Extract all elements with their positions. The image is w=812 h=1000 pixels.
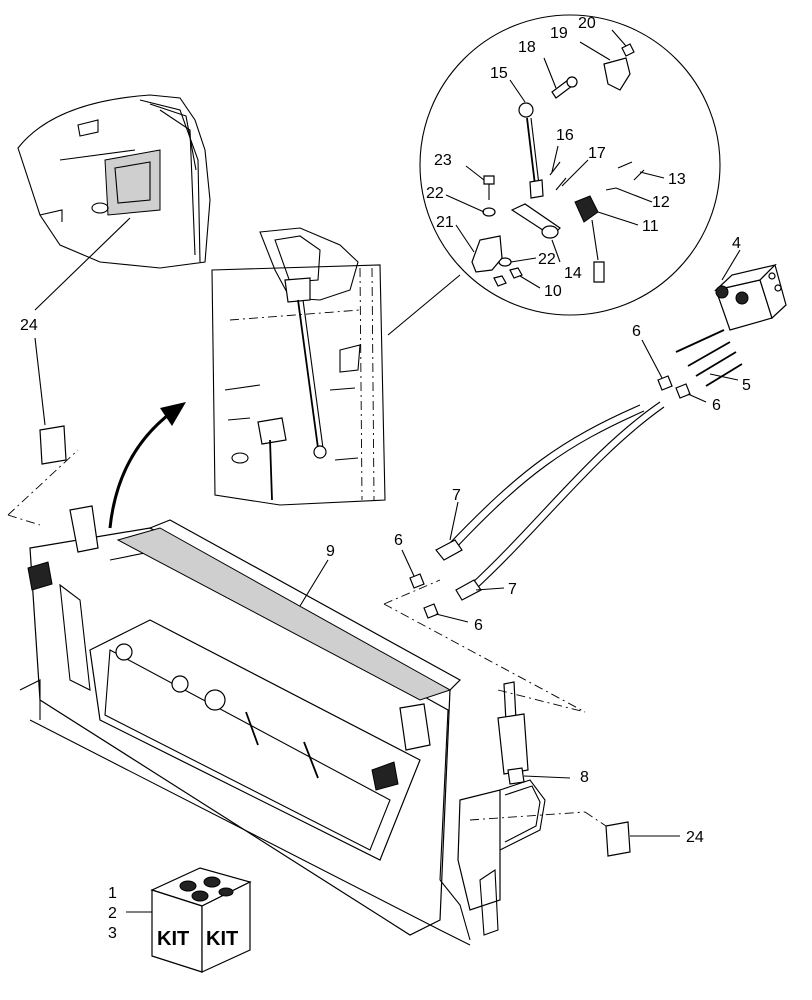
- callout-10: 10: [544, 283, 562, 300]
- callout-4: 4: [732, 235, 741, 252]
- callout-6-upper-left: 6: [632, 323, 641, 340]
- callout-24-right: 24: [686, 829, 704, 846]
- callout-3: 3: [108, 925, 117, 942]
- circle-parts: [471, 43, 645, 287]
- kit-label-left: KIT: [157, 928, 189, 950]
- callout-6-lower-right: 6: [474, 617, 483, 634]
- lift-cylinder: [497, 681, 529, 785]
- callout-9: 9: [326, 543, 335, 560]
- detail-circle: [419, 14, 721, 316]
- callout-2: 2: [108, 905, 117, 922]
- valve-bolts: [675, 329, 743, 387]
- callout-24-top: 24: [20, 317, 38, 334]
- callout-5: 5: [742, 377, 751, 394]
- callout-20: 20: [578, 15, 596, 32]
- callout-6-lower-left: 6: [394, 532, 403, 549]
- leader-24-top: [34, 217, 131, 311]
- kit-box: [150, 867, 252, 973]
- latch-handle: [457, 779, 546, 936]
- callout-15: 15: [490, 65, 508, 82]
- callout-21: 21: [436, 214, 454, 231]
- main-frame: [19, 505, 471, 946]
- callout-16: 16: [556, 127, 574, 144]
- hydraulic-hoses: [435, 401, 665, 601]
- valve-block: [713, 263, 787, 331]
- kit-label-right: KIT: [206, 928, 238, 950]
- cab-decal-inset: [17, 94, 211, 269]
- callout-17: 17: [588, 145, 606, 162]
- callout-6-upper-right: 6: [712, 397, 721, 414]
- callout-12: 12: [652, 194, 670, 211]
- callout-7-lower: 7: [508, 581, 517, 598]
- callout-8: 8: [580, 769, 589, 786]
- view-arrow: [108, 410, 173, 529]
- callout-13: 13: [668, 171, 686, 188]
- callout-23: 23: [434, 152, 452, 169]
- callout-18: 18: [518, 39, 536, 56]
- decal-24-right: [605, 821, 631, 857]
- decal-24-left: [39, 425, 67, 465]
- callout-19: 19: [550, 25, 568, 42]
- arrow-head: [160, 402, 186, 426]
- callout-1: 1: [108, 885, 117, 902]
- cab-detail-view: [211, 227, 386, 506]
- callout-11: 11: [642, 218, 659, 235]
- callout-22-upper: 22: [426, 185, 444, 202]
- callout-7-upper: 7: [452, 487, 461, 504]
- callout-14: 14: [564, 265, 582, 282]
- callout-22-lower: 22: [538, 251, 556, 268]
